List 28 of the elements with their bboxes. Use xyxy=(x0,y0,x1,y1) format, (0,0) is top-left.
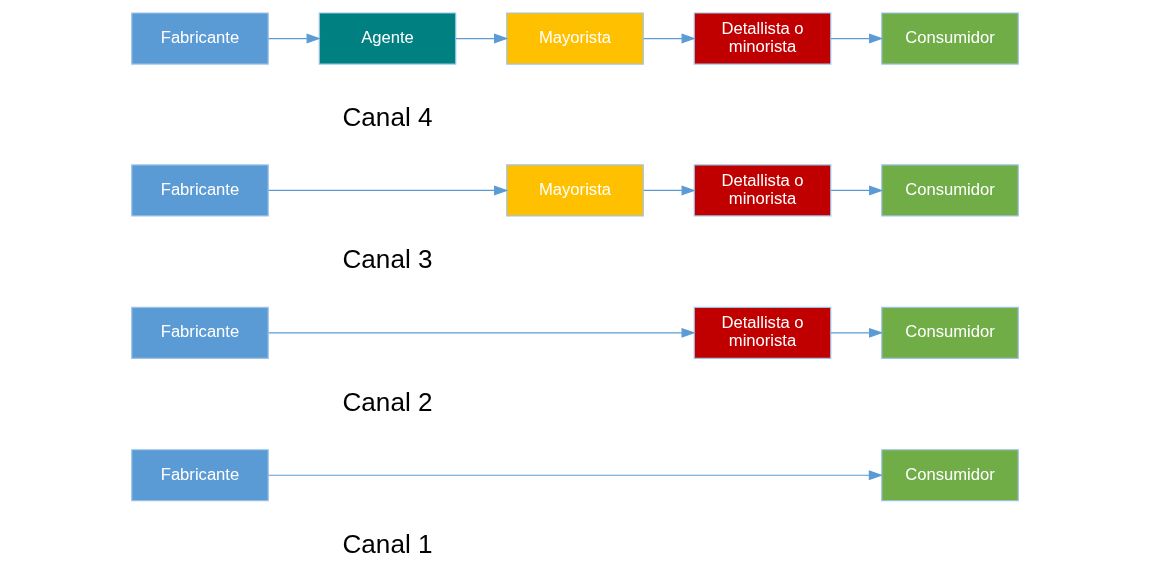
node-box: Fabricante xyxy=(131,12,269,65)
node-box: Consumidor xyxy=(881,164,1019,217)
arrow xyxy=(267,470,884,481)
node-box: Consumidor xyxy=(881,306,1019,359)
node-box: Detallista o minorista xyxy=(693,12,832,65)
node-box: Mayorista xyxy=(506,12,644,65)
arrow xyxy=(830,327,884,338)
arrow xyxy=(642,185,696,196)
label: Canal 2 xyxy=(342,386,433,417)
arrow xyxy=(267,33,321,44)
arrow xyxy=(830,185,884,196)
label: Canal 4 xyxy=(342,101,433,132)
label: Canal 1 xyxy=(342,529,433,560)
label: Canal 3 xyxy=(342,244,433,275)
arrow xyxy=(642,33,696,44)
arrow xyxy=(455,33,509,44)
node-box: Fabricante xyxy=(131,449,269,502)
node-box: Mayorista xyxy=(506,164,644,217)
node-box: Fabricante xyxy=(131,164,269,217)
arrow xyxy=(830,33,884,44)
node-box: Consumidor xyxy=(881,12,1019,65)
node-box: Detallista o minorista xyxy=(693,164,832,217)
arrow xyxy=(268,327,696,338)
node-box: Detallista o minorista xyxy=(693,306,832,359)
node-box: Consumidor xyxy=(881,449,1019,502)
node-box: Agente xyxy=(318,12,457,65)
node-box: Fabricante xyxy=(131,306,269,359)
arrow xyxy=(268,185,509,196)
